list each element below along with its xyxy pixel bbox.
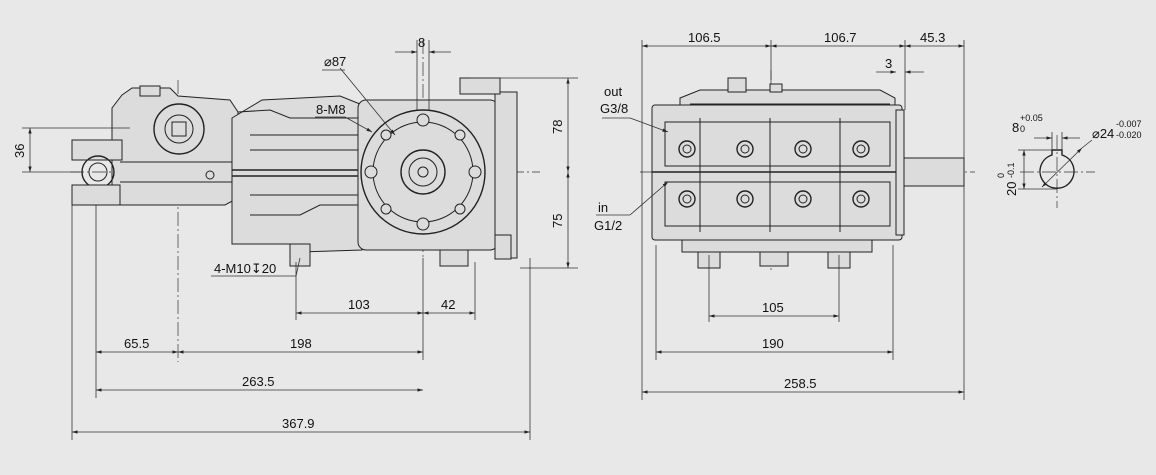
dim-dia-87: ⌀87: [324, 54, 346, 69]
dim-78: 78: [550, 120, 565, 134]
outlet-label: out: [604, 84, 622, 99]
dim-198: 198: [290, 336, 312, 351]
side-view: 8 ⌀87 8-M8 36 78 75 4-M10↧20 103 42 65.5…: [12, 35, 578, 440]
dim-8: 8: [418, 35, 425, 50]
key-depth-tol-upper: 0: [996, 173, 1006, 178]
front-view: 106.5 106.7 45.3 3 out G3/8 in G1/2 105 …: [594, 30, 975, 400]
shaft-diameter: ⌀24: [1092, 126, 1114, 141]
dim-36: 36: [12, 144, 27, 158]
key-depth: 20: [1004, 182, 1019, 196]
key-width: 8: [1012, 120, 1019, 135]
dim-42: 42: [441, 297, 455, 312]
key-width-tol-lower: 0: [1020, 124, 1025, 134]
crankcase-body: [231, 95, 363, 253]
dim-65-5: 65.5: [124, 336, 149, 351]
dim-367-9: 367.9: [282, 416, 315, 431]
dim-103: 103: [348, 297, 370, 312]
dim-3: 3: [885, 56, 892, 71]
dim-106-5: 106.5: [688, 30, 721, 45]
dim-45-3: 45.3: [920, 30, 945, 45]
inlet-thread: G1/2: [594, 218, 622, 233]
shaft-tol-upper: -0.007: [1116, 119, 1142, 129]
drive-shaft: [901, 157, 965, 187]
key-depth-tol-lower: -0.1: [1006, 162, 1016, 178]
dim-75: 75: [550, 214, 565, 228]
shaft-tol-lower: -0.020: [1116, 130, 1142, 140]
dim-190: 190: [762, 336, 784, 351]
key-width-tol-upper: +0.05: [1020, 113, 1043, 123]
pump-head: [111, 87, 239, 206]
dim-8-m8: 8-M8: [316, 102, 346, 117]
inlet-label: in: [598, 200, 608, 215]
outlet-thread: G3/8: [600, 101, 628, 116]
flange-bolts: [364, 113, 482, 231]
dim-258-5: 258.5: [784, 376, 817, 391]
shaft-detail: 8 +0.05 0 ⌀24 -0.007 -0.020 20 0 -0.1: [996, 113, 1142, 208]
dim-106-7: 106.7: [824, 30, 857, 45]
dim-263-5: 263.5: [242, 374, 275, 389]
manifold-bolts: [678, 140, 870, 208]
dim-4-m10: 4-M10↧20: [214, 261, 276, 276]
dim-105: 105: [762, 300, 784, 315]
